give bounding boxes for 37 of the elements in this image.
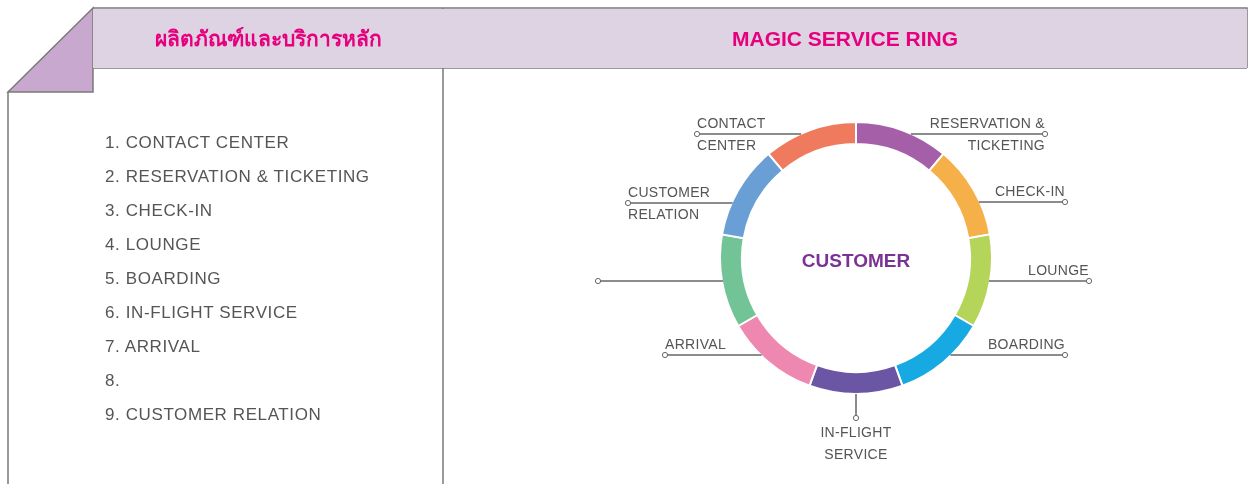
leader-line bbox=[624, 199, 734, 207]
list-item: 8. bbox=[105, 370, 121, 392]
segment-label: IN-FLIGHT SERVICE bbox=[811, 421, 901, 465]
ring-segment bbox=[953, 233, 993, 327]
segment-label: CHECK-IN bbox=[994, 180, 1065, 202]
ring-segment bbox=[737, 314, 818, 387]
column-header: MAGIC SERVICE RING bbox=[443, 9, 1247, 68]
segment-label: CUSTOMER RELATION bbox=[628, 181, 728, 225]
ring-segment bbox=[808, 364, 904, 395]
leader-line bbox=[988, 277, 1093, 285]
list-item: 7. ARRIVAL bbox=[105, 336, 201, 358]
segment-label: CONTACT CENTER bbox=[697, 112, 777, 156]
leader-line bbox=[978, 198, 1069, 206]
segment-label: BOARDING bbox=[987, 333, 1065, 355]
column-header: ผลิตภัณฑ์และบริการหลัก bbox=[93, 9, 443, 68]
leader-line bbox=[693, 130, 802, 138]
list-item: 4. LOUNGE bbox=[105, 234, 202, 256]
list-item: 5. BOARDING bbox=[105, 268, 222, 290]
list-item: 6. IN-FLIGHT SERVICE bbox=[105, 302, 298, 324]
leader-line bbox=[910, 130, 1049, 138]
leader-line bbox=[949, 351, 1069, 359]
segment-label: ARRIVAL bbox=[665, 333, 726, 355]
segment-label: LOUNGE bbox=[1028, 259, 1089, 281]
list-item: 3. CHECK-IN bbox=[105, 200, 213, 222]
ring-segment bbox=[767, 121, 857, 172]
leader-line bbox=[594, 277, 724, 285]
ring-segment bbox=[719, 233, 759, 327]
list-item: 1. CONTACT CENTER bbox=[105, 132, 290, 154]
ring-segment bbox=[721, 152, 784, 240]
ring-segment bbox=[928, 152, 991, 240]
leader-line bbox=[661, 351, 763, 359]
center-label: CUSTOMER bbox=[800, 250, 912, 272]
ring-segment bbox=[894, 314, 975, 387]
list-item: 2. RESERVATION & TICKETING bbox=[105, 166, 370, 188]
leader-line bbox=[852, 393, 860, 422]
list-item: 9. CUSTOMER RELATION bbox=[105, 404, 322, 426]
segment-label: RESERVATION & TICKETING bbox=[905, 112, 1045, 156]
